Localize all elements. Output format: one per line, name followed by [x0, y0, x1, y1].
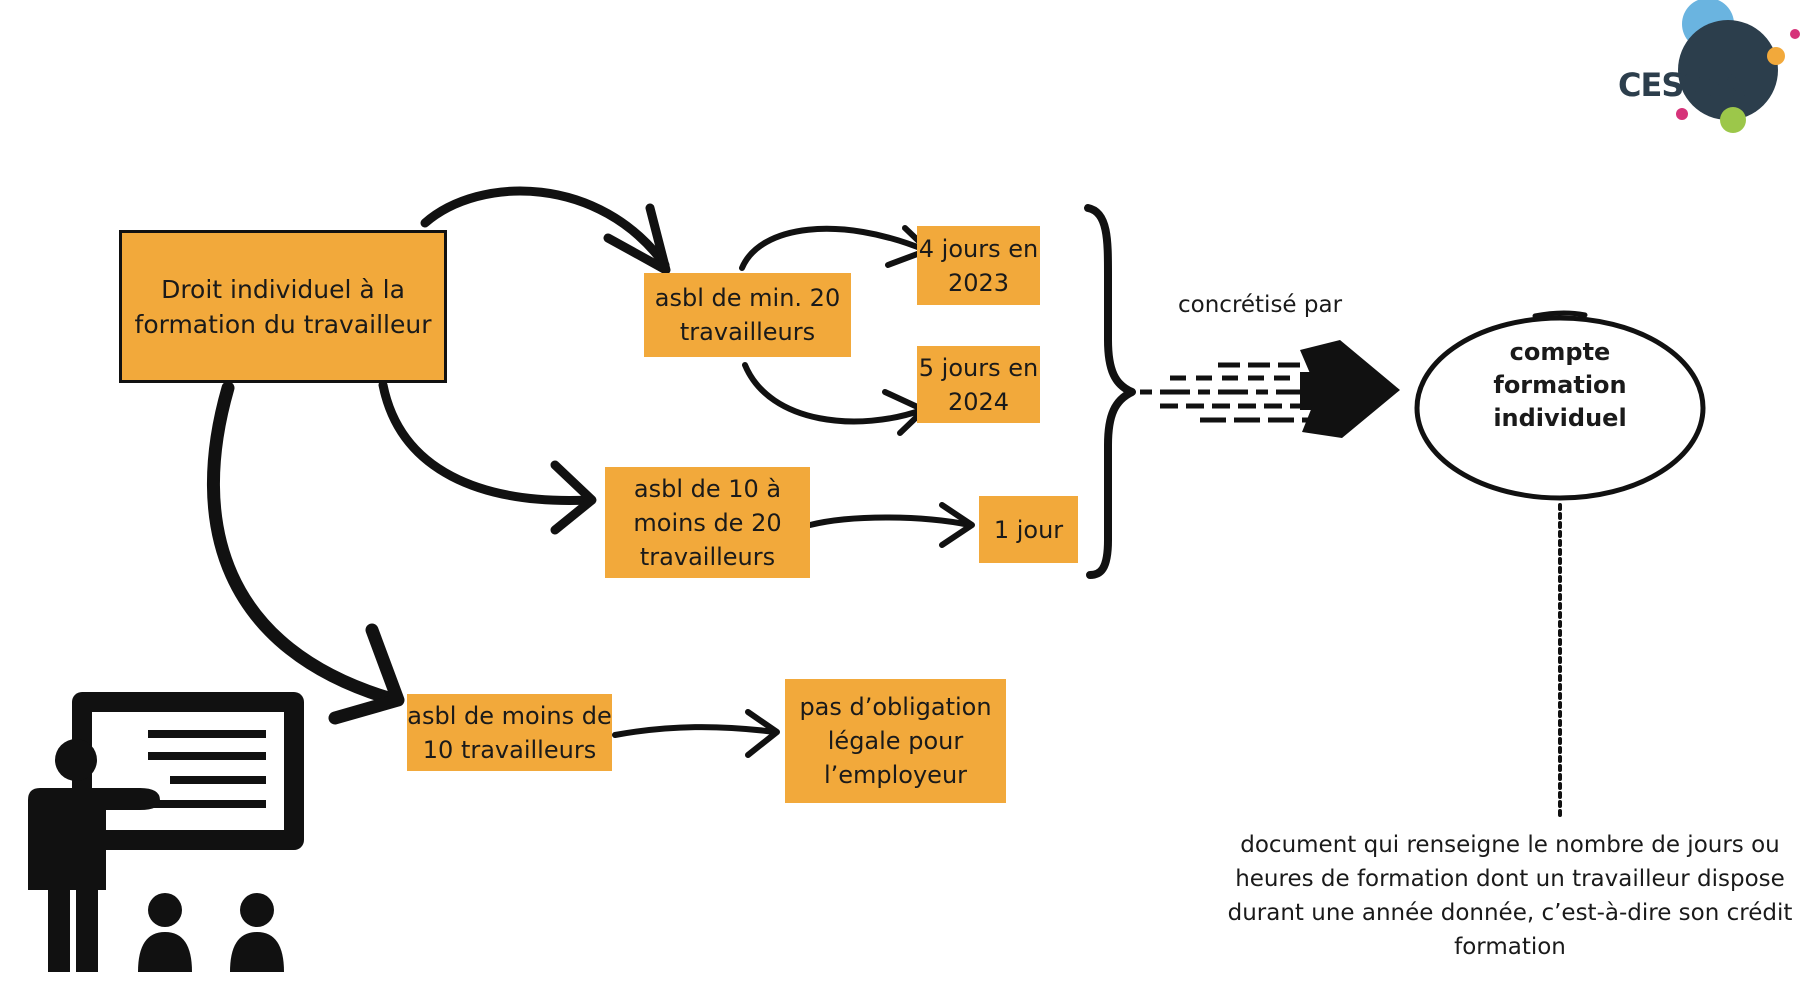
box-asbl-min-20: asbl de min. 20 travailleurs	[644, 273, 851, 357]
compte-formation-label: compte formation individuel	[1493, 338, 1627, 432]
arrow-main-to-moins10	[207, 381, 402, 707]
box-asbl-moins-10: asbl de moins de 10 travailleurs	[407, 694, 612, 771]
box-pas-obligation: pas d’obligation légale pour l’employeur	[785, 679, 1006, 803]
arrow-min20-to-2023	[739, 225, 928, 271]
big-arrowhead	[1300, 340, 1400, 438]
arrow-10a20-to-1jour	[807, 514, 973, 528]
cessoc-logo	[1676, 0, 1800, 133]
box-droit-individuel: Droit individuel à la formation du trava…	[119, 230, 447, 383]
box-5-jours-2024-label: 5 jours en 2024	[918, 353, 1039, 416]
concretise-label: concrétisé par	[1178, 292, 1343, 318]
box-asbl-10-a-20-label: asbl de 10 à moins de 20 travailleurs	[633, 474, 782, 571]
box-asbl-10-a-20: asbl de 10 à moins de 20 travailleurs	[605, 467, 810, 578]
box-asbl-min-20-label: asbl de min. 20 travailleurs	[654, 284, 841, 346]
arrow-main-to-min20	[420, 186, 670, 270]
arrowhead-1jour	[939, 502, 975, 548]
box-4-jours-2023-label: 4 jours en 2023	[918, 234, 1039, 297]
box-1-jour: 1 jour	[979, 496, 1078, 563]
box-pas-obligation-label: pas d’obligation légale pour l’employeur	[799, 693, 992, 789]
box-4-jours-2023: 4 jours en 2023	[917, 226, 1040, 305]
arrow-moins10-to-pasoblig	[612, 724, 778, 738]
box-1-jour-label: 1 jour	[993, 515, 1064, 544]
cessoc-logo-text: CESSoC	[1618, 66, 1748, 104]
arrowhead-moins10	[328, 623, 405, 725]
compte-ellipse	[1414, 315, 1706, 501]
box-droit-individuel-label: Droit individuel à la formation du trava…	[134, 274, 432, 339]
box-asbl-moins-10-label: asbl de moins de 10 travailleurs	[407, 701, 612, 764]
document-description: document qui renseigne le nombre de jour…	[1227, 832, 1793, 960]
arrowhead-10a20	[550, 460, 597, 535]
box-5-jours-2024: 5 jours en 2024	[917, 346, 1040, 423]
arrowhead-pasoblig	[745, 709, 780, 758]
arrow-main-to-10a20	[378, 380, 595, 505]
teacher-presentation-icon	[28, 692, 304, 972]
arrowhead-min20	[603, 203, 671, 275]
curly-brace	[1084, 204, 1136, 579]
arrow-min20-to-2024	[742, 362, 925, 425]
